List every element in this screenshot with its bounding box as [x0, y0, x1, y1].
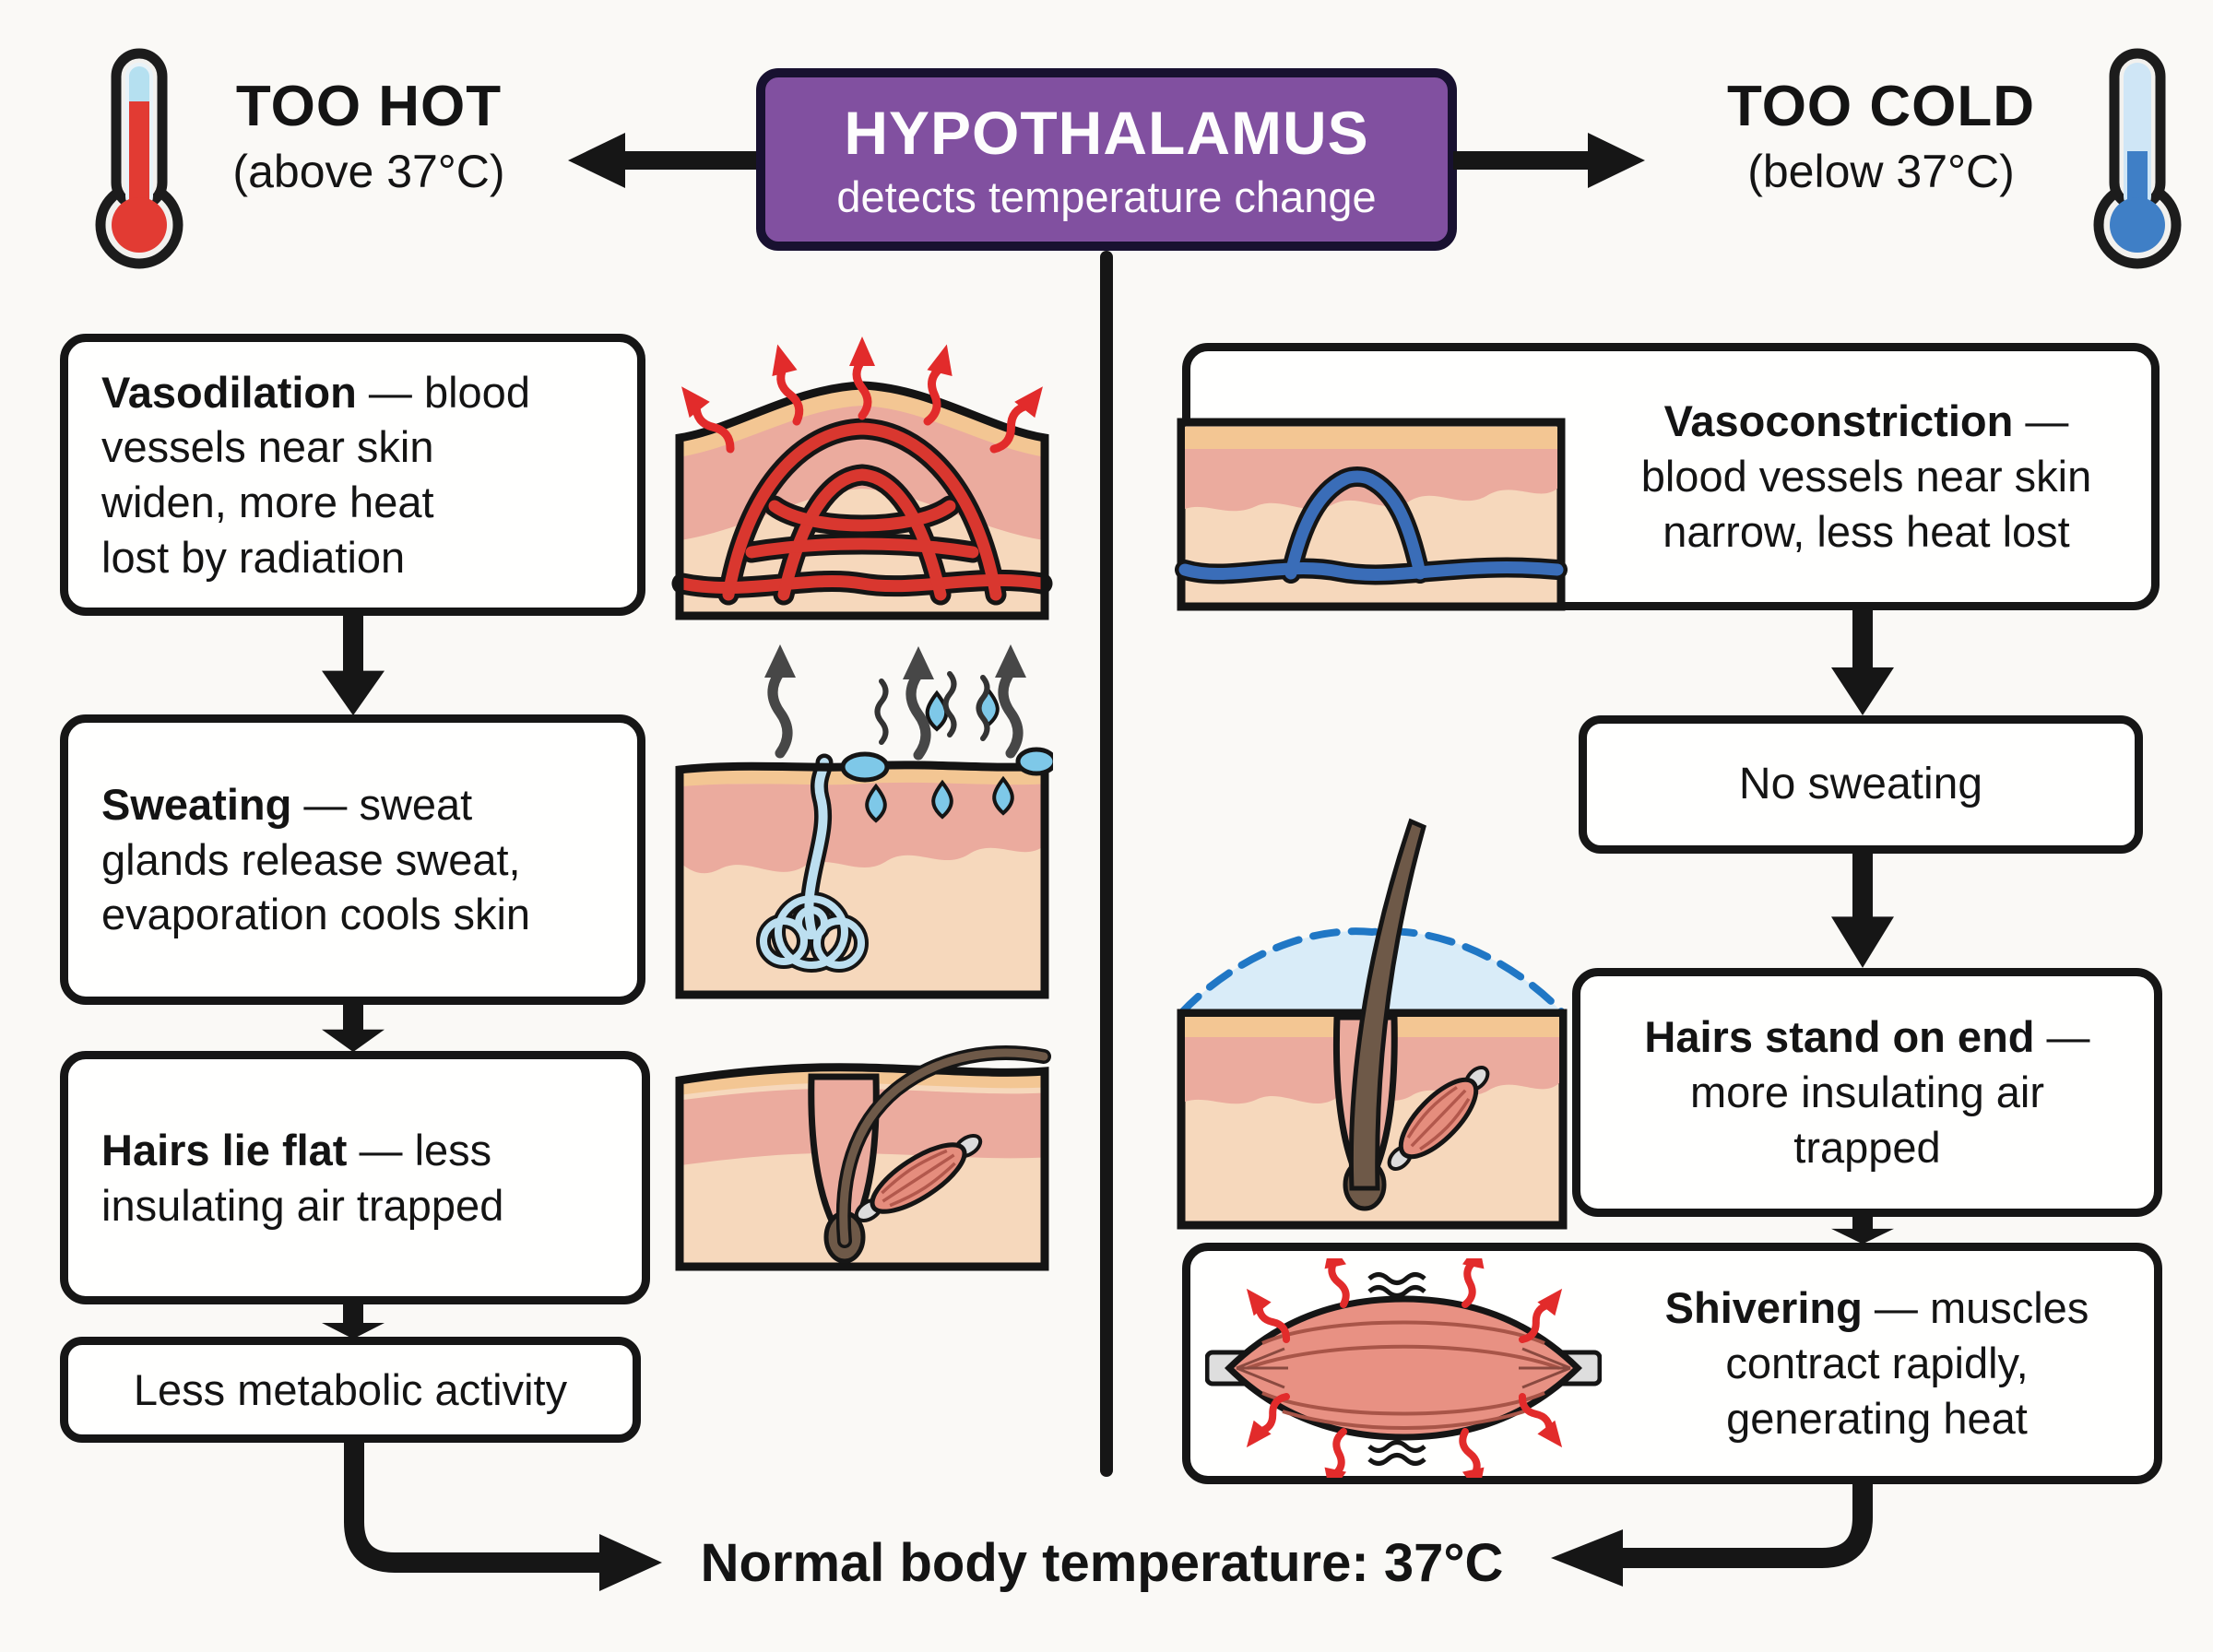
- dilated-vessels: [676, 422, 1048, 601]
- vasodilation-line: widen, more heat: [101, 478, 434, 526]
- hairs-flat-lead-rest: — less: [347, 1125, 492, 1174]
- hairs-erect-lead: Hairs stand on end: [1644, 1012, 2035, 1062]
- hot-step-metabolic-box: Less metabolic activity: [60, 1337, 641, 1443]
- erector-muscle-relaxed: [854, 1134, 983, 1222]
- normal-temperature-label: Normal body temperature: 37°C: [700, 1533, 1504, 1593]
- flow-arrow-down-cold-1: [1831, 607, 1894, 715]
- erector-muscle-contracted: [1387, 1065, 1490, 1172]
- flat-hair: [839, 1048, 1048, 1245]
- cold-step-no-sweating-box: No sweating: [1579, 715, 2143, 854]
- no-sweating-text: No sweating: [1738, 759, 1983, 808]
- erect-hair: [1348, 818, 1426, 1191]
- hot-step-sweating-box: Sweating — sweat glands release sweat, e…: [60, 714, 645, 1005]
- cold-step-shivering-box: Shivering — muscles contract rapidly, ge…: [1182, 1243, 2162, 1484]
- vasoconstriction-line: blood vessels near skin: [1640, 452, 2092, 502]
- muscle: [1225, 1295, 1582, 1441]
- cold-step-hairs-erect-box: Hairs stand on end — more insulating air…: [1572, 968, 2162, 1217]
- flow-arrow-down-cold-2: [1831, 852, 1894, 968]
- sweating-lead-rest: — sweat: [291, 779, 473, 829]
- shivering-lead-rest: — muscles: [1862, 1283, 2089, 1333]
- shiver-squiggles: [1367, 1272, 1426, 1466]
- hypothalamus-box: HYPOTHALAMUS detects temperature change: [756, 68, 1457, 251]
- hairs-flat-text: Hairs lie flat — less insulating air tra…: [101, 1123, 503, 1233]
- vasoconstriction-text: Vasoconstriction — blood vessels near sk…: [1641, 394, 2092, 559]
- hairs-erect-line: trapped: [1793, 1122, 1941, 1172]
- too-cold-subtitle: (below 37°C): [1747, 146, 2015, 197]
- arrow-left-to-hot: [568, 133, 760, 188]
- shivering-illustration: [1205, 1258, 1602, 1478]
- hot-step-hairs-flat-box: Hairs lie flat — less insulating air tra…: [60, 1051, 650, 1304]
- too-hot-subtitle: (above 37°C): [232, 146, 505, 197]
- hairs-flat-lead: Hairs lie flat: [101, 1125, 348, 1174]
- flow-arrow-down-hot-3: [322, 1303, 385, 1339]
- flow-arrow-down-hot-2: [322, 1001, 385, 1053]
- shivering-lead: Shivering: [1664, 1283, 1863, 1333]
- center-divider-line: [1100, 251, 1113, 1477]
- thermometer-hot-icon: [95, 48, 183, 269]
- vasodilation-lead: Vasodilation: [101, 367, 357, 417]
- vasodilation-line: vessels near skin: [101, 422, 434, 472]
- hairs-flat-line: insulating air trapped: [101, 1180, 504, 1230]
- too-hot-title: TOO HOT: [235, 75, 503, 138]
- too-hot-label: TOO HOT (above 37°C): [189, 74, 549, 198]
- vasodilation-illustration: [671, 318, 1053, 620]
- flow-arrow-down-hot-1: [322, 614, 385, 716]
- sweating-illustration: [675, 641, 1053, 999]
- sweating-text: Sweating — sweat glands release sweat, e…: [101, 777, 530, 942]
- metabolic-text: Less metabolic activity: [133, 1364, 568, 1414]
- shivering-text: Shivering — muscles contract rapidly, ge…: [1665, 1280, 2089, 1446]
- sweating-lead: Sweating: [101, 779, 292, 829]
- thermometer-cold-icon: [2093, 48, 2182, 269]
- flow-arrow-down-cold-3: [1831, 1210, 1894, 1245]
- arrow-right-to-cold: [1453, 133, 1645, 188]
- hairs-erect-text: Hairs stand on end — more insulating air…: [1644, 1009, 2089, 1174]
- vasodilation-line: lost by radiation: [101, 532, 406, 582]
- vasoconstriction-illustration: [1175, 418, 1568, 611]
- connector-cold-to-normal: [1551, 1482, 1873, 1587]
- hypothalamus-subtitle: detects temperature change: [836, 171, 1377, 221]
- hairs-erect-line: more insulating air: [1689, 1068, 2044, 1117]
- hair-flat-illustration: [675, 1045, 1051, 1271]
- vasodilation-lead-rest: — blood: [356, 367, 530, 417]
- hairs-erect-lead-rest: —: [2034, 1012, 2090, 1062]
- sweating-line: evaporation cools skin: [101, 890, 531, 939]
- shivering-line: contract rapidly,: [1725, 1339, 2029, 1388]
- vasodilation-text: Vasodilation — blood vessels near skin w…: [101, 365, 530, 585]
- vasoconstriction-line: narrow, less heat lost: [1663, 506, 2070, 556]
- hair-erect-illustration: [1177, 818, 1568, 1230]
- sweat-droplets: [840, 689, 1053, 822]
- connector-hot-to-normal: [344, 1434, 662, 1591]
- shivering-line: generating heat: [1726, 1393, 2028, 1443]
- sweating-line: glands release sweat,: [101, 834, 521, 884]
- sweat-gland: [756, 753, 869, 973]
- vasoconstriction-lead: Vasoconstriction: [1663, 396, 2014, 446]
- trapped-air-dashed-line: [1178, 927, 1567, 1017]
- too-cold-label: TOO COLD (below 37°C): [1674, 74, 2089, 198]
- vasoconstriction-lead-rest: —: [2013, 396, 2069, 446]
- hot-step-vasodilation-box: Vasodilation — blood vessels near skin w…: [60, 334, 645, 616]
- too-cold-title: TOO COLD: [1726, 75, 2036, 138]
- narrow-vessel: [1178, 470, 1564, 581]
- hypothalamus-title: HYPOTHALAMUS: [844, 98, 1369, 167]
